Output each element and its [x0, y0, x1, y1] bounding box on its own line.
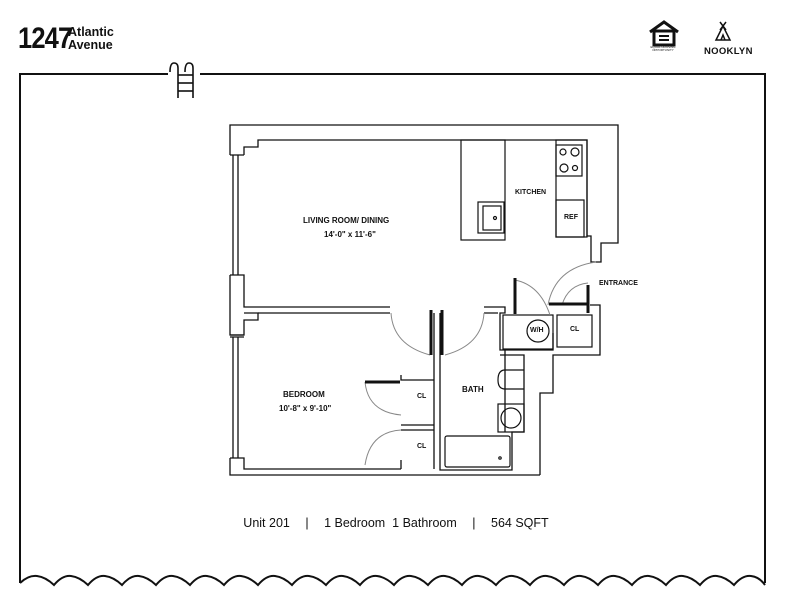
- kitchen-fixtures: [460, 139, 588, 241]
- street-line2: Avenue: [68, 38, 113, 52]
- room-dims-bedroom: 10'-8" x 9'-10": [279, 404, 332, 413]
- building-number: 1247: [18, 22, 72, 55]
- room-label-bath: BATH: [462, 385, 484, 394]
- ladder-icon: [169, 62, 194, 98]
- street-name: Atlantic Avenue: [68, 26, 114, 52]
- unit-area: 564 SQFT: [491, 516, 549, 530]
- label-ref: REF: [564, 214, 578, 221]
- bath-sink-icon: [497, 403, 525, 433]
- utility-closets: [444, 314, 593, 468]
- unit-number: Unit 201: [243, 516, 290, 530]
- stove-icon: [555, 144, 583, 177]
- label-closet-bed2: CL: [417, 443, 427, 450]
- separator: |: [472, 516, 476, 530]
- label-entrance: ENTRANCE: [599, 280, 638, 287]
- street-line1: Atlantic: [68, 25, 114, 39]
- unit-layout: 1 Bedroom 1 Bathroom: [324, 516, 457, 530]
- room-dims-living: 14'-0" x 11'-6": [324, 230, 376, 239]
- walls: [229, 124, 619, 476]
- doors: [364, 261, 597, 466]
- fridge-icon: [555, 199, 585, 238]
- room-label-living: LIVING ROOM/ DINING: [303, 216, 390, 225]
- separator: |: [305, 516, 309, 530]
- equal-housing-icon: [649, 20, 679, 47]
- label-closet-entry: CL: [570, 326, 580, 333]
- unit-summary: Unit 201 | 1 Bedroom 1 Bathroom | 564 SQ…: [0, 516, 792, 530]
- room-label-kitchen: KITCHEN: [515, 189, 547, 196]
- nooklyn-tent-icon: [714, 21, 732, 41]
- bathtub-icon: [444, 435, 511, 468]
- sink-icon: [477, 201, 505, 234]
- page-frame: [19, 73, 766, 587]
- brand-logo: NOOKLYN: [704, 46, 753, 57]
- toilet-icon: [497, 369, 524, 390]
- equal-housing-text: EQUAL HOUSING OPPORTUNITY: [650, 45, 676, 52]
- room-label-bedroom: BEDROOM: [283, 390, 325, 399]
- kitchen-island: [460, 139, 506, 241]
- water-heater-icon: [526, 319, 550, 343]
- label-water-heater: W/H: [530, 327, 544, 334]
- label-closet-bed1: CL: [417, 393, 427, 400]
